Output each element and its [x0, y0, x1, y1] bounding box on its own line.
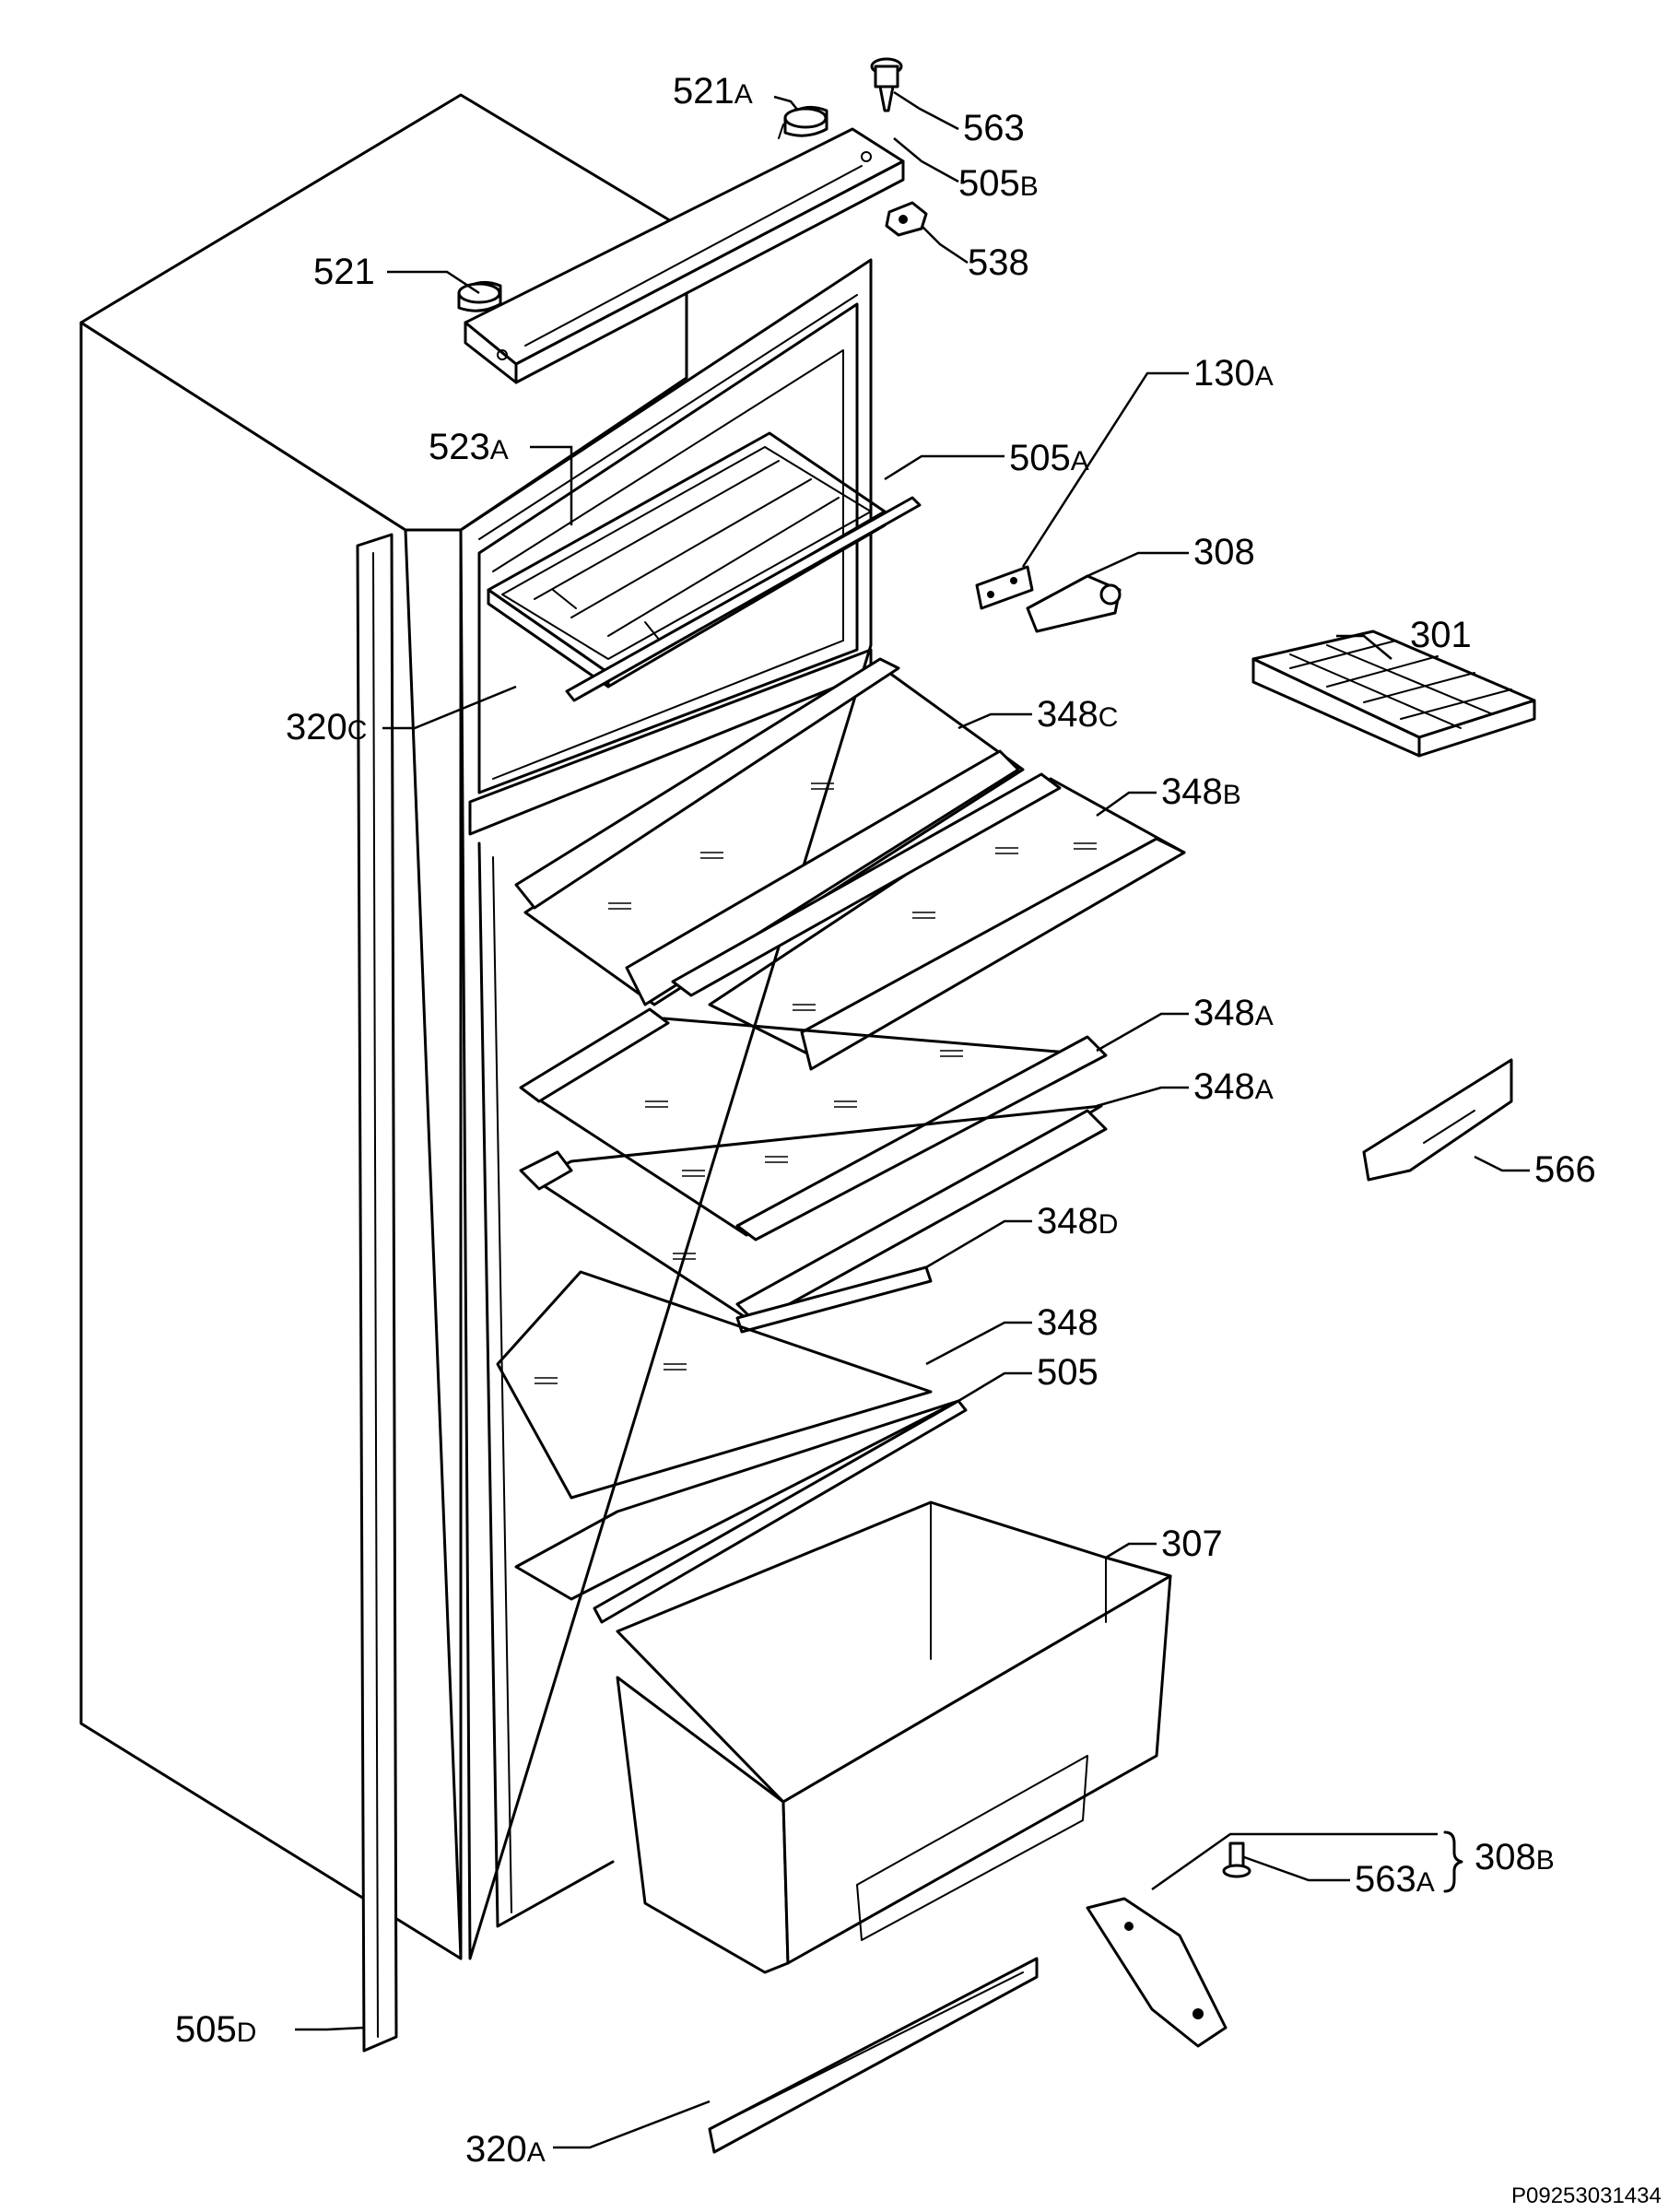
- glass-shelf-348b: [671, 772, 1186, 1071]
- hinge-plate-130a: [975, 565, 1034, 610]
- label-320a: 320A: [465, 2129, 546, 2170]
- label-521: 521: [313, 252, 375, 292]
- label-348c: 348C: [1037, 694, 1118, 735]
- label-301: 301: [1410, 615, 1472, 655]
- label-348: 348: [1037, 1302, 1098, 1343]
- cap-521: [457, 280, 502, 312]
- label-505d: 505D: [175, 2009, 256, 2050]
- glass-shelf-348: [496, 1270, 933, 1500]
- label-348a-lower: 348A: [1193, 1066, 1274, 1107]
- label-320c: 320C: [286, 707, 367, 747]
- label-505a: 505A: [1009, 438, 1089, 478]
- door-seal-505d: [356, 533, 398, 2053]
- ice-tray-301: [1251, 629, 1536, 758]
- label-505: 505: [1037, 1352, 1098, 1393]
- strip-505a: [565, 496, 922, 702]
- label-523a: 523A: [429, 427, 509, 467]
- pin-563: [870, 57, 903, 112]
- drawing-code: P09253031434: [1511, 2183, 1662, 2208]
- part-labels: 521A 563 505B 538 521 523A 505A 130A 308…: [175, 71, 1596, 2170]
- hinge-308: [1026, 574, 1122, 633]
- label-308: 308: [1193, 532, 1255, 572]
- label-505b: 505B: [958, 163, 1039, 204]
- grille-320a: [708, 1957, 1039, 2154]
- label-308b: 308B: [1474, 1837, 1555, 1877]
- label-348a-upper: 348A: [1193, 993, 1274, 1033]
- label-130a: 130A: [1193, 353, 1274, 394]
- label-563: 563: [963, 108, 1025, 148]
- leader-lines: [295, 90, 1530, 2149]
- label-563a: 563A: [1355, 1859, 1435, 1900]
- hinge-308b: [1086, 1897, 1228, 2048]
- top-rail-505b: [464, 127, 905, 384]
- bracket-538: [885, 201, 928, 237]
- glass-shelf-348a-lower: [519, 1104, 1108, 1324]
- scraper-566: [1362, 1058, 1513, 1182]
- label-307: 307: [1161, 1524, 1223, 1564]
- screw-563a: [1222, 1841, 1251, 1878]
- cap-521a: [778, 105, 828, 139]
- glass-shelf-348a-upper: [519, 1007, 1108, 1241]
- label-538: 538: [968, 242, 1029, 283]
- glass-shelf-348c: [514, 657, 1025, 1006]
- label-521a: 521A: [673, 71, 753, 112]
- label-348d: 348D: [1037, 1201, 1118, 1241]
- crisper-drawer-307: [616, 1500, 1172, 1974]
- label-348b: 348B: [1161, 771, 1241, 812]
- group-brace: [1443, 1830, 1463, 1893]
- label-566: 566: [1534, 1149, 1596, 1190]
